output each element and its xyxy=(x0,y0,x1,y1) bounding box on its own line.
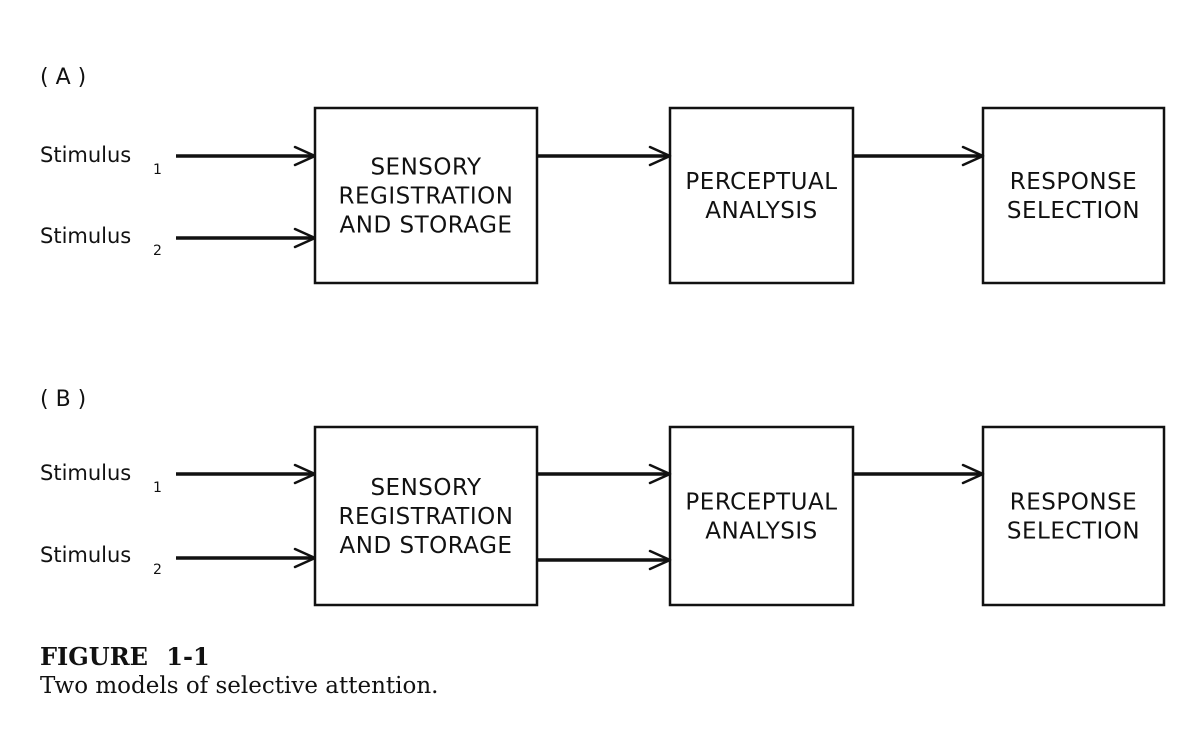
panel-b-sensory-to-perceptual-arrow-2-head xyxy=(648,549,672,571)
panel-b-sensory-registration-box-frame xyxy=(313,425,539,607)
panel-a-perceptual-analysis-box: PERCEPTUAL ANALYSIS xyxy=(668,106,855,285)
panel-a-label: ( A ) xyxy=(40,65,86,90)
panel-b-stimulus-2-label: Stimulus xyxy=(40,543,131,567)
panel-a-sensory-registration-box-line-2: REGISTRATION xyxy=(339,184,514,210)
panel-b-stimulus-2-subscript: 2 xyxy=(153,562,162,578)
panel-b-perceptual-to-response-arrow-head xyxy=(961,463,985,485)
panel-b-sensory-registration-box-line-3: AND STORAGE xyxy=(340,533,513,559)
figure-caption: Two models of selective attention. xyxy=(40,673,439,699)
panel-a-stimulus-1-arrow xyxy=(176,145,317,167)
panel-a: ( A )Stimulus1Stimulus2SENSORYREGISTRATI… xyxy=(40,65,1166,285)
panel-b-sensory-to-perceptual-arrow-1 xyxy=(537,463,672,485)
panel-a-stimulus-1-subscript: 1 xyxy=(153,162,162,178)
panel-b-sensory-to-perceptual-arrow-1-head xyxy=(648,463,672,485)
panel-a-response-selection-box-line-1: RESPONSE xyxy=(1010,169,1137,195)
panel-b-perceptual-analysis-box-line-2: ANALYSIS xyxy=(705,519,817,545)
panel-b-stimulus-2-arrow xyxy=(176,547,317,569)
panel-b-sensory-registration-box: SENSORY REGISTRATION AND STORAGE xyxy=(313,425,539,607)
panel-a-response-selection-box-frame xyxy=(981,106,1166,285)
panel-a-response-selection-box: RESPONSE SELECTION xyxy=(981,106,1166,285)
panel-a-perceptual-analysis-box-line-2: ANALYSIS xyxy=(705,198,817,224)
panel-b: ( B )Stimulus1Stimulus2SENSORYREGISTRATI… xyxy=(40,387,1166,607)
panel-a-response-selection-box-line-2: SELECTION xyxy=(1007,198,1140,224)
panel-b-sensory-registration-box-line-1: SENSORY xyxy=(370,475,482,501)
panel-b-sensory-to-perceptual-arrow-2 xyxy=(537,549,672,571)
panel-b-stimulus-1-subscript: 1 xyxy=(153,480,162,496)
panel-b-response-selection-box-frame xyxy=(981,425,1166,607)
panel-a-perceptual-analysis-box-frame xyxy=(668,106,855,285)
panel-a-sensory-registration-box-line-1: SENSORY xyxy=(370,155,482,181)
panel-a-stimulus-1-label: Stimulus xyxy=(40,143,131,167)
panel-a-sensory-to-perceptual-arrow xyxy=(537,145,672,167)
panel-b-response-selection-box-line-1: RESPONSE xyxy=(1010,490,1137,516)
panel-b-label: ( B ) xyxy=(40,387,86,412)
panel-b-perceptual-to-response-arrow xyxy=(853,463,985,485)
panel-a-perceptual-to-response-arrow xyxy=(853,145,985,167)
panel-b-stimulus-1-label: Stimulus xyxy=(40,461,131,485)
panel-a-perceptual-analysis-box-line-1: PERCEPTUAL xyxy=(685,169,837,195)
figure-title: FIGURE 1-1 xyxy=(40,642,210,671)
panel-b-perceptual-analysis-box-frame xyxy=(668,425,855,607)
panel-a-stimulus-2-arrow xyxy=(176,227,317,249)
panel-a-sensory-registration-box-frame xyxy=(313,106,539,285)
panel-a-sensory-registration-box-line-3: AND STORAGE xyxy=(340,213,513,239)
panel-a-stimulus-2-label: Stimulus xyxy=(40,224,131,248)
panel-b-response-selection-box-line-2: SELECTION xyxy=(1007,519,1140,545)
panel-b-perceptual-analysis-box-line-1: PERCEPTUAL xyxy=(685,490,837,516)
panel-b-stimulus-1-arrow xyxy=(176,463,317,485)
panel-a-sensory-registration-box: SENSORY REGISTRATION AND STORAGE xyxy=(313,106,539,285)
panel-a-perceptual-to-response-arrow-head xyxy=(961,145,985,167)
panel-b-perceptual-analysis-box: PERCEPTUAL ANALYSIS xyxy=(668,425,855,607)
panel-a-sensory-to-perceptual-arrow-head xyxy=(648,145,672,167)
panel-a-stimulus-2-subscript: 2 xyxy=(153,243,162,259)
panel-b-response-selection-box: RESPONSE SELECTION xyxy=(981,425,1166,607)
panel-b-sensory-registration-box-line-2: REGISTRATION xyxy=(339,504,514,530)
